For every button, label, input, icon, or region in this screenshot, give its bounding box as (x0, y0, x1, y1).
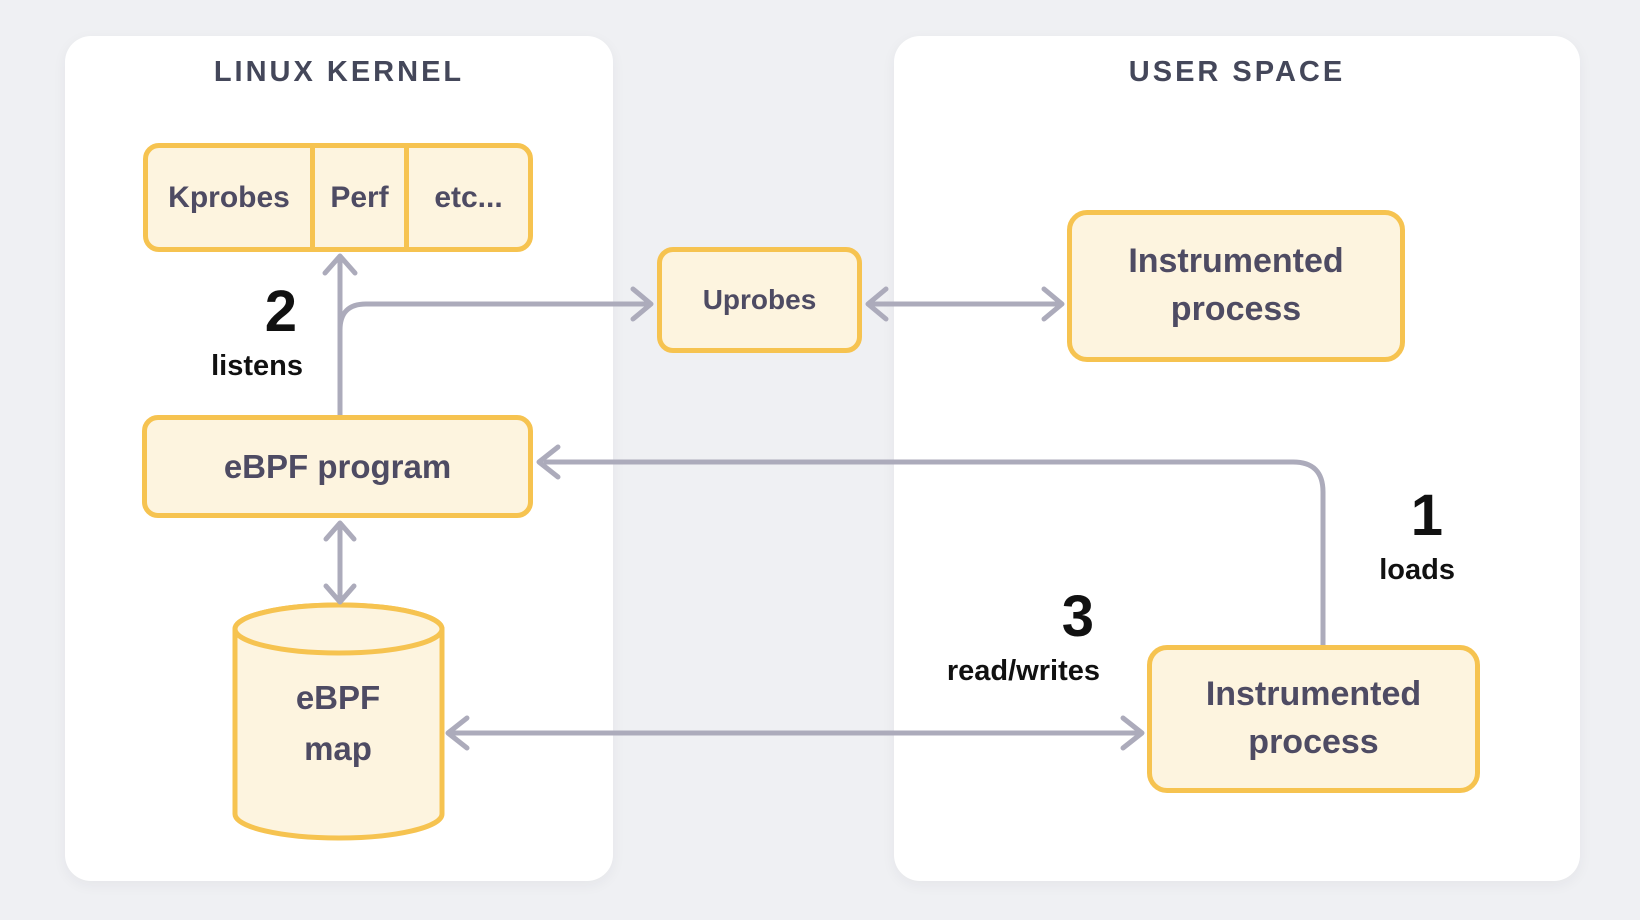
probes-box: Kprobes Perf etc... (143, 143, 533, 252)
step-3-number: 3 (1061, 584, 1094, 649)
linux-kernel-title: LINUX KERNEL (213, 56, 465, 88)
step-2-label: 2 listens (168, 283, 303, 383)
probe-cell-etc: etc... (434, 180, 503, 214)
uprobes-label: Uprobes (702, 284, 817, 315)
step-3-label: 3 read/writes (920, 588, 1100, 688)
ebpf-program-label: eBPF program (223, 447, 452, 485)
step-2-caption: listens (211, 350, 303, 382)
probe-cell-kprobes: Kprobes (168, 180, 290, 214)
user-space-title: USER SPACE (1128, 56, 1346, 88)
instrumented-process-top-label: Instrumented process (1128, 242, 1344, 328)
instrumented-process-bottom-label: Instrumented process (1205, 675, 1422, 761)
instrumented-process-bottom-box: Instrumented process (1147, 645, 1480, 793)
step-3-caption: read/writes (946, 655, 1100, 687)
probe-cell-perf: Perf (310, 148, 409, 247)
step-2-number: 2 (264, 279, 297, 344)
ebpf-program-box: eBPF program (142, 415, 533, 518)
step-1-label: 1 loads (1320, 487, 1455, 587)
ebpf-map-label: eBPF map (295, 679, 381, 768)
step-1-caption: loads (1379, 554, 1455, 586)
ebpf-map-label-container: eBPF map (238, 672, 438, 774)
uprobes-box: Uprobes (657, 247, 862, 353)
instrumented-process-top-box: Instrumented process (1067, 210, 1405, 362)
step-1-number: 1 (1410, 483, 1443, 548)
